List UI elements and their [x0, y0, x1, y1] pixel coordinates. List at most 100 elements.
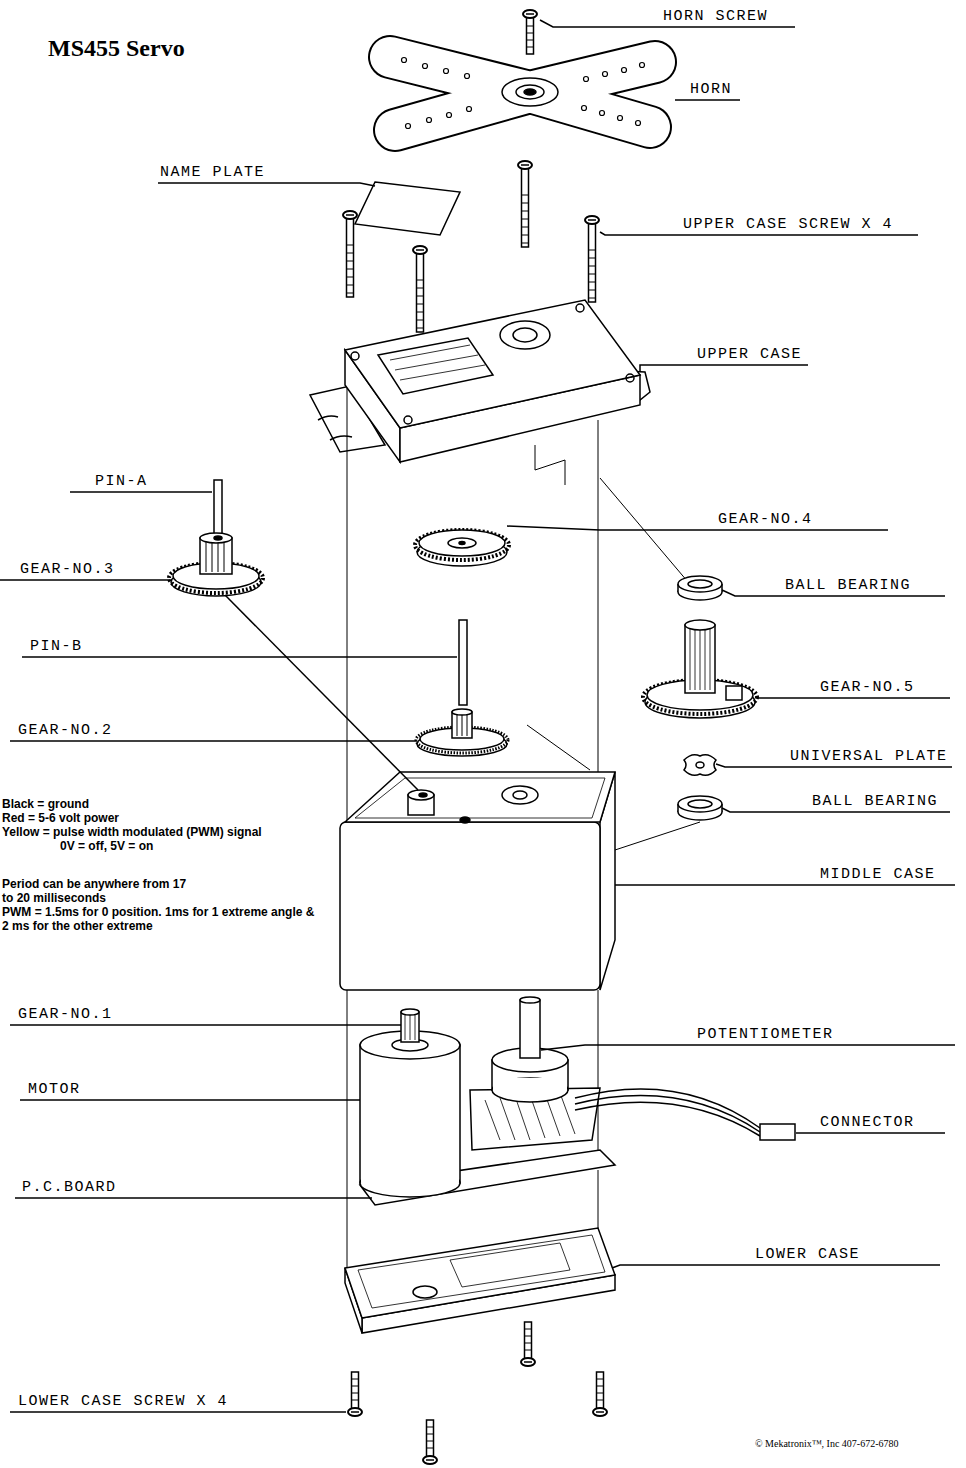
ball-bearing	[678, 576, 722, 600]
gear-2	[457, 714, 467, 736]
upper-case	[390, 345, 485, 380]
upper-case	[500, 321, 550, 349]
potentiometer	[492, 1078, 568, 1102]
assembly-line	[347, 990, 348, 1268]
horn	[584, 77, 589, 82]
part-label: UNIVERSAL PLATE	[790, 749, 948, 765]
horn	[600, 111, 605, 116]
lower-case-screw	[348, 1372, 362, 1416]
part-label: PIN-B	[30, 639, 83, 655]
ball-bearing	[688, 580, 712, 588]
lower-case	[345, 1228, 615, 1318]
horn-screw	[523, 10, 537, 54]
signal-note: Black = ground	[2, 797, 89, 811]
gear-1	[401, 1012, 419, 1042]
part-label: BALL BEARING	[785, 578, 911, 594]
upper-case	[513, 328, 537, 342]
gear-3	[214, 536, 222, 540]
assembly-line	[598, 990, 599, 1150]
motor	[360, 1045, 460, 1183]
lower-case-screw	[423, 1420, 437, 1464]
ball-bearing	[678, 796, 722, 820]
signal-note: Red = 5-6 volt power	[2, 811, 119, 825]
assembly-line	[598, 420, 599, 773]
upper-case	[345, 300, 640, 428]
leader-line	[0, 579, 170, 581]
pin-b	[459, 620, 467, 705]
potentiometer	[520, 1000, 540, 1058]
leader-line	[20, 1099, 360, 1101]
part-label: MIDDLE CASE	[820, 867, 936, 883]
horn	[444, 69, 449, 74]
gear-3	[169, 533, 263, 596]
leader-line	[507, 526, 888, 530]
leader-line	[22, 656, 457, 658]
horn-screw	[523, 10, 537, 54]
gear-5	[685, 625, 715, 693]
part-label: UPPER CASE SCREW X 4	[683, 217, 893, 233]
lower-case	[345, 1228, 615, 1333]
part-label: HORN	[690, 82, 732, 98]
part-label: GEAR-NO.4	[718, 512, 813, 528]
universal-plate	[696, 762, 704, 768]
assembly-line	[535, 445, 565, 485]
motor	[360, 1169, 460, 1197]
pin-a	[214, 480, 222, 535]
horn	[402, 58, 407, 63]
assembly-line	[598, 1170, 599, 1228]
gear-2	[452, 709, 472, 715]
horn	[402, 58, 645, 129]
part-label: CONNECTOR	[820, 1115, 915, 1131]
middle-case	[340, 772, 615, 990]
connector	[575, 1089, 795, 1140]
part-label: NAME PLATE	[160, 165, 265, 181]
middle-case	[408, 790, 434, 800]
horn	[423, 64, 428, 69]
horn	[406, 124, 411, 129]
leader-line	[757, 697, 950, 699]
part-label: PIN-A	[95, 474, 148, 490]
upper-case	[351, 352, 359, 360]
upper-case-screw	[343, 211, 357, 297]
upper-case-screw	[343, 161, 599, 332]
part-label: GEAR-NO.3	[20, 562, 115, 578]
part-label: HORN SCREW	[663, 9, 768, 25]
upper-case-screw	[518, 161, 532, 247]
horn	[467, 107, 472, 112]
gear-1	[405, 1014, 415, 1040]
upper-case	[626, 374, 634, 382]
middle-case	[502, 786, 538, 804]
gear-4	[415, 530, 509, 566]
leader-line	[0, 20, 955, 1412]
leader-line	[10, 1024, 401, 1026]
lower-case	[358, 1235, 605, 1308]
horn	[427, 118, 432, 123]
connector	[575, 1102, 760, 1136]
gear-4	[419, 530, 505, 556]
part-label: LOWER CASE SCREW X 4	[18, 1394, 228, 1410]
ball-bearing	[678, 576, 722, 592]
horn	[524, 89, 536, 95]
copyright-note: © Mekatronix™, Inc 407-672-6780	[755, 1438, 898, 1450]
gear-3	[200, 533, 232, 543]
potentiometer	[492, 997, 568, 1102]
middle-case	[345, 772, 615, 822]
pin-a	[214, 480, 222, 535]
gear-1	[401, 1009, 419, 1042]
leader-line	[10, 740, 417, 742]
part-label: LOWER CASE	[755, 1247, 860, 1263]
leader-line	[541, 1045, 955, 1050]
middle-case	[419, 793, 427, 797]
leader-line	[10, 1411, 346, 1413]
horn	[636, 121, 641, 126]
part-label: GEAR-NO.5	[820, 680, 915, 696]
horn	[502, 78, 558, 106]
gear-4	[459, 542, 465, 545]
gear-5	[643, 620, 757, 718]
assembly-line	[347, 388, 348, 822]
middle-case	[513, 791, 527, 799]
leader-line	[796, 1132, 945, 1134]
name-plate	[355, 182, 460, 235]
gear-5	[685, 620, 715, 630]
